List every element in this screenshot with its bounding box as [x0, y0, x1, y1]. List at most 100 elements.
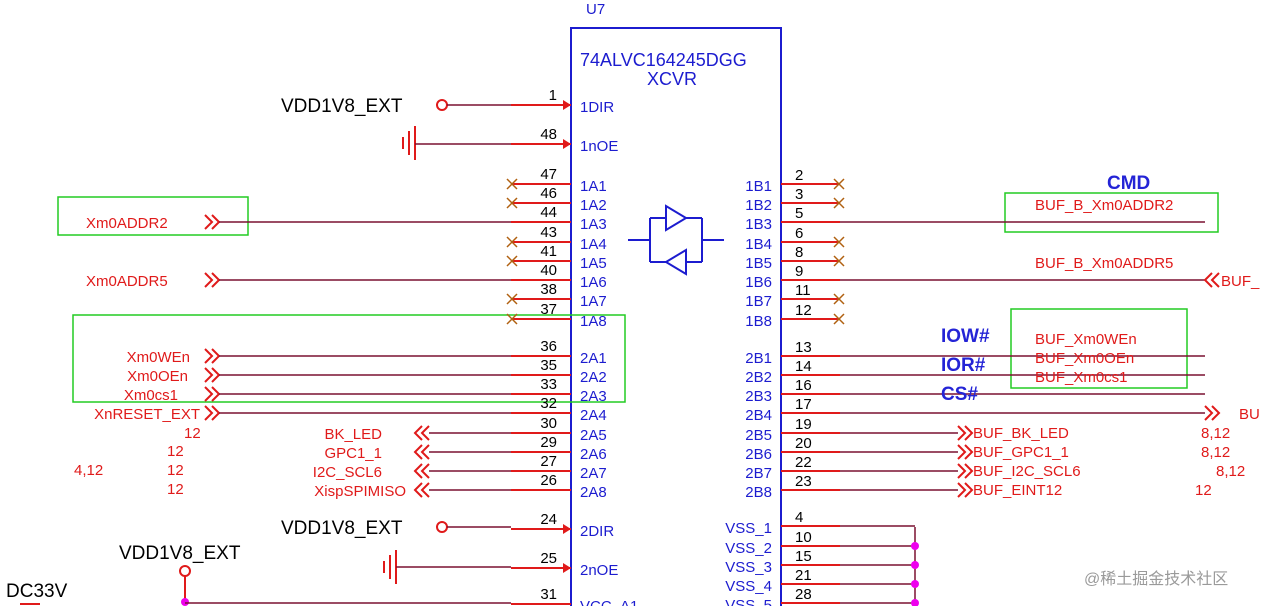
right-pin-name: 1B4 — [745, 236, 772, 253]
left-pin-2a1: 36 2A1 — [511, 338, 607, 367]
right-pin-name: 2B7 — [745, 465, 772, 482]
left-net-b1: Xm0WEn — [127, 348, 511, 366]
left-pin-name: 1A3 — [580, 216, 607, 233]
right-pin-number: 10 — [795, 529, 812, 546]
left-pin-number: 31 — [540, 586, 557, 603]
right-pin-name: VSS_1 — [725, 520, 772, 537]
annotation-cmd: CMD — [1107, 173, 1150, 194]
left-pin-number: 43 — [540, 224, 557, 241]
highlight-boxes — [57, 192, 1219, 403]
right-net-c1: BUF_Xm0WEn — [840, 331, 1205, 357]
left-pin-name: 2A8 — [580, 484, 607, 501]
left-pin-name: 1A2 — [580, 197, 607, 214]
vdd-1dir-label: VDD1V8_EXT — [281, 96, 403, 117]
right-net-c6: BUF_GPC1_1 — [840, 444, 1069, 461]
left-pin-name: 1A8 — [580, 313, 607, 330]
right-pin-number: 14 — [795, 358, 812, 375]
right-net-c7: BUF_I2C_SCL6 — [840, 463, 1081, 480]
right-pin-name: 1B5 — [745, 255, 772, 272]
right-pin-name: 1B6 — [745, 274, 772, 291]
left-pin-name: 1A6 — [580, 274, 607, 291]
right-pin-number: 28 — [795, 586, 812, 603]
left-net-b2: Xm0OEn — [127, 367, 511, 385]
left-net-label: Xm0ADDR2 — [86, 215, 168, 232]
dc33v-label: DC33V — [6, 581, 68, 602]
left-pin-name: 2A5 — [580, 427, 607, 444]
left-pin-number: 29 — [540, 434, 557, 451]
highlight-box-buf-addr2 — [1004, 192, 1219, 233]
transceiver-symbol — [628, 204, 724, 276]
right-pin-name: 1B3 — [745, 216, 772, 233]
vss-bus — [911, 527, 919, 606]
left-pin-number: 32 — [540, 395, 557, 412]
left-net-b4: XnRESET_EXT — [94, 405, 511, 423]
left-pin-name: 1DIR — [580, 99, 614, 116]
left-pin-name: 1A5 — [580, 255, 607, 272]
left-pin-number: 48 — [540, 126, 557, 143]
left-pin-number: 33 — [540, 376, 557, 393]
left-pin-group: 11DIR481nOE471A1461A2441A3431A4411A5401A… — [506, 87, 638, 606]
chip-type: XCVR — [647, 69, 697, 89]
right-pin-name: 2B6 — [745, 446, 772, 463]
right-pin-name: VSS_5 — [725, 597, 772, 606]
dc33v-net: DC33V — [6, 581, 511, 605]
right-net-c4-end: BU — [1204, 405, 1260, 423]
right-net-ref: 8,12 — [1216, 463, 1245, 480]
left-pin-name: 2A1 — [580, 350, 607, 367]
left-net-label: Xm0OEn — [127, 368, 188, 385]
left-net-b7: I2C_SCL6 — [313, 463, 511, 481]
right-net-label: BUF_ — [1221, 273, 1260, 290]
right-pin-name: 1B1 — [745, 178, 772, 195]
left-net-ref: 4,12 — [74, 462, 103, 479]
left-pin-number: 27 — [540, 453, 557, 470]
highlight-box-control — [72, 314, 626, 403]
left-pin-number: 36 — [540, 338, 557, 355]
right-pin-number: 21 — [795, 567, 812, 584]
right-pin-number: 12 — [795, 302, 812, 319]
left-pin-name: 1A1 — [580, 178, 607, 195]
annotation-ior: IOR# — [941, 355, 986, 376]
right-pin-number: 20 — [795, 435, 812, 452]
right-pin-name: 2B1 — [745, 350, 772, 367]
right-pin-number: 2 — [795, 167, 803, 184]
right-pin-name: 1B7 — [745, 293, 772, 310]
right-net-c5: BUF_BK_LED — [840, 425, 1069, 442]
left-pin-name: 2A6 — [580, 446, 607, 463]
gnd-1noe-net — [402, 126, 511, 160]
right-net-b3: BUF_B_Xm0ADDR2 — [840, 197, 1205, 223]
left-pin-name: 1A7 — [580, 293, 607, 310]
left-pin-name: VCC_A1 — [580, 598, 638, 606]
right-pin-name: VSS_2 — [725, 540, 772, 557]
right-pin-number: 3 — [795, 186, 803, 203]
vdd-2dir-net: VDD1V8_EXT — [281, 518, 511, 539]
left-net-a6: Xm0ADDR5 — [86, 272, 511, 290]
left-net-b5: BK_LED — [324, 425, 511, 443]
left-pin-number: 1 — [549, 87, 557, 104]
left-pin-name: 2nOE — [580, 562, 618, 579]
gnd-2noe-net — [383, 550, 511, 584]
left-net-label: I2C_SCL6 — [313, 464, 382, 481]
right-pin-name: 2B4 — [745, 407, 772, 424]
right-net-c2: BUF_Xm0OEn — [840, 350, 1205, 376]
left-net-ref: 12 — [184, 425, 201, 442]
right-pin-2b6: 20 2B6 — [745, 435, 840, 463]
right-pin-number: 4 — [795, 509, 803, 526]
